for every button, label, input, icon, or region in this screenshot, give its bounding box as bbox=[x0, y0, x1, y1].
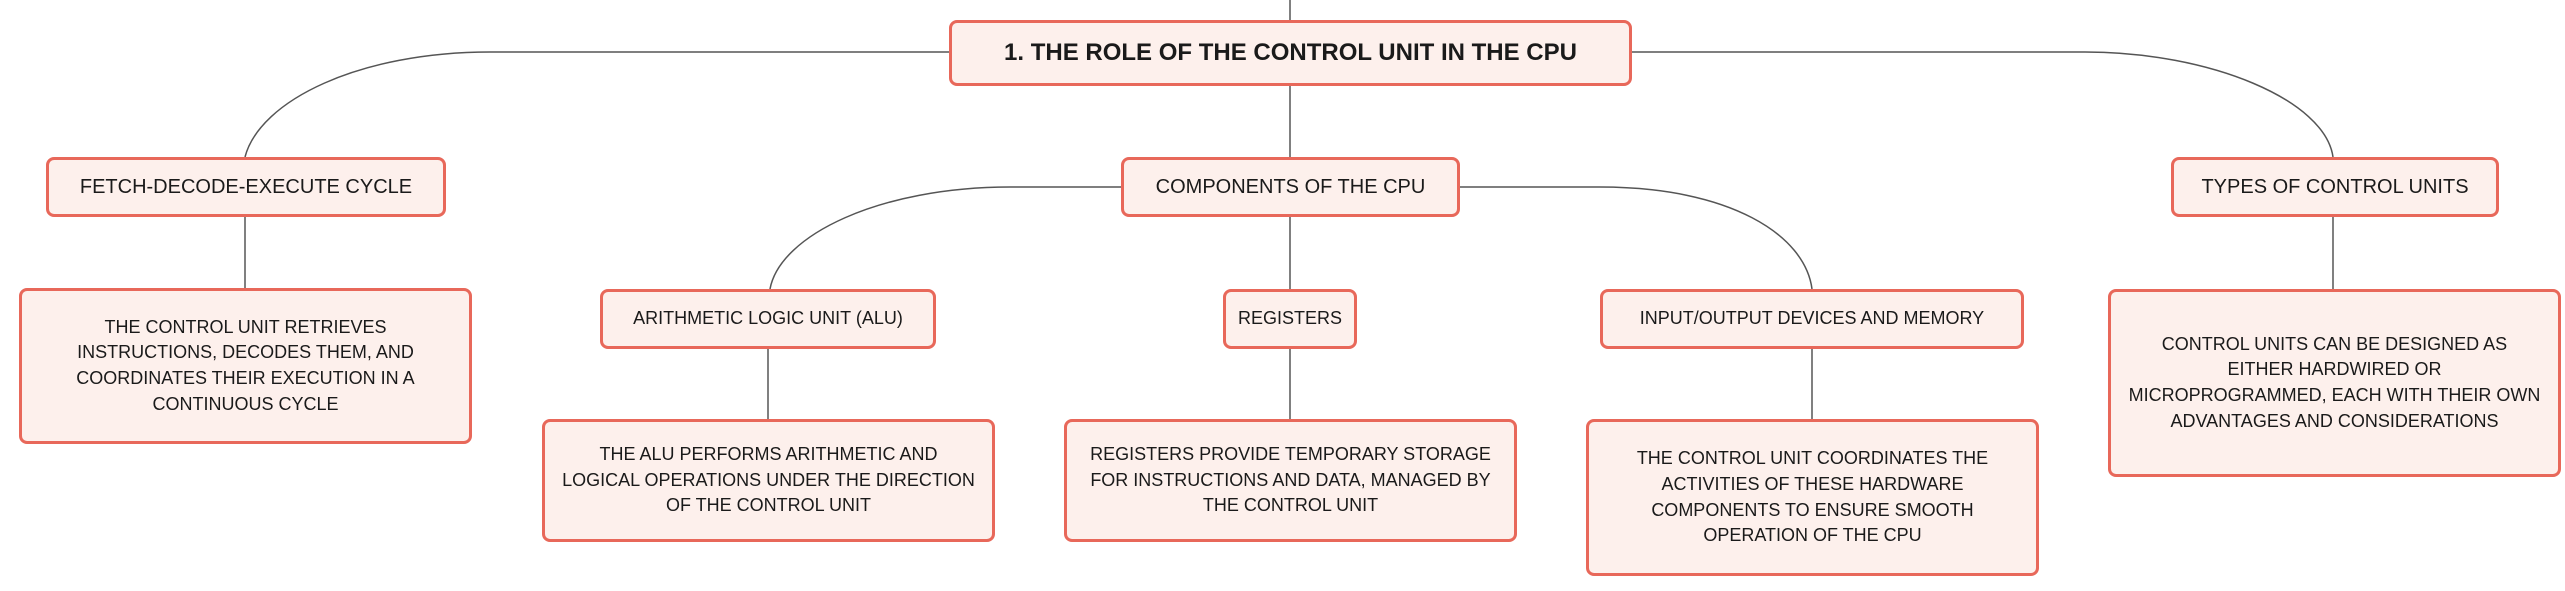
root-node-label: 1. THE ROLE OF THE CONTROL UNIT IN THE C… bbox=[1004, 38, 1577, 66]
topic-node-components-label: COMPONENTS OF THE CPU bbox=[1155, 175, 1426, 198]
topic-node-fetch-label: FETCH-DECODE-EXECUTE CYCLE bbox=[79, 175, 413, 198]
connector-components-to-alu bbox=[769, 186, 1121, 290]
connector-root-to-types bbox=[1631, 51, 2334, 158]
description-node-io[interactable]: THE CONTROL UNIT COORDINATES THE ACTIVIT… bbox=[1586, 419, 2039, 576]
description-node-registers[interactable]: REGISTERS PROVIDE TEMPORARY STORAGE FOR … bbox=[1064, 419, 1517, 542]
description-alu-text: THE ALU PERFORMS ARITHMETIC AND LOGICAL … bbox=[562, 444, 975, 516]
description-node-types[interactable]: CONTROL UNITS CAN BE DESIGNED AS EITHER … bbox=[2108, 289, 2561, 477]
description-registers-text: REGISTERS PROVIDE TEMPORARY STORAGE FOR … bbox=[1090, 444, 1491, 516]
subtopic-io-label: INPUT/OUTPUT DEVICES AND MEMORY bbox=[1639, 308, 1985, 329]
subtopic-alu-label: ARITHMETIC LOGIC UNIT (ALU) bbox=[633, 308, 903, 329]
description-node-fetch[interactable]: THE CONTROL UNIT RETRIEVES INSTRUCTIONS,… bbox=[19, 288, 472, 444]
root-node[interactable]: 1. THE ROLE OF THE CONTROL UNIT IN THE C… bbox=[949, 20, 1632, 86]
subtopic-node-io-memory[interactable]: INPUT/OUTPUT DEVICES AND MEMORY bbox=[1600, 289, 2024, 349]
topic-node-components[interactable]: COMPONENTS OF THE CPU bbox=[1121, 157, 1460, 217]
topic-node-types[interactable]: TYPES OF CONTROL UNITS bbox=[2171, 157, 2499, 217]
subtopic-registers-label: REGISTERS bbox=[1237, 308, 1343, 329]
subtopic-node-alu[interactable]: ARITHMETIC LOGIC UNIT (ALU) bbox=[600, 289, 936, 349]
connector-components-to-io bbox=[1460, 186, 1813, 290]
topic-node-fetch-decode-execute[interactable]: FETCH-DECODE-EXECUTE CYCLE bbox=[46, 157, 446, 217]
topic-node-types-label: TYPES OF CONTROL UNITS bbox=[2201, 175, 2469, 198]
connector-root-to-fetch bbox=[244, 51, 949, 158]
description-node-alu[interactable]: THE ALU PERFORMS ARITHMETIC AND LOGICAL … bbox=[542, 419, 995, 542]
subtopic-node-registers[interactable]: REGISTERS bbox=[1223, 289, 1357, 349]
description-io-text: THE CONTROL UNIT COORDINATES THE ACTIVIT… bbox=[1636, 448, 1989, 546]
description-fetch-text: THE CONTROL UNIT RETRIEVES INSTRUCTIONS,… bbox=[76, 316, 415, 414]
description-types-text: CONTROL UNITS CAN BE DESIGNED AS EITHER … bbox=[2128, 333, 2541, 431]
